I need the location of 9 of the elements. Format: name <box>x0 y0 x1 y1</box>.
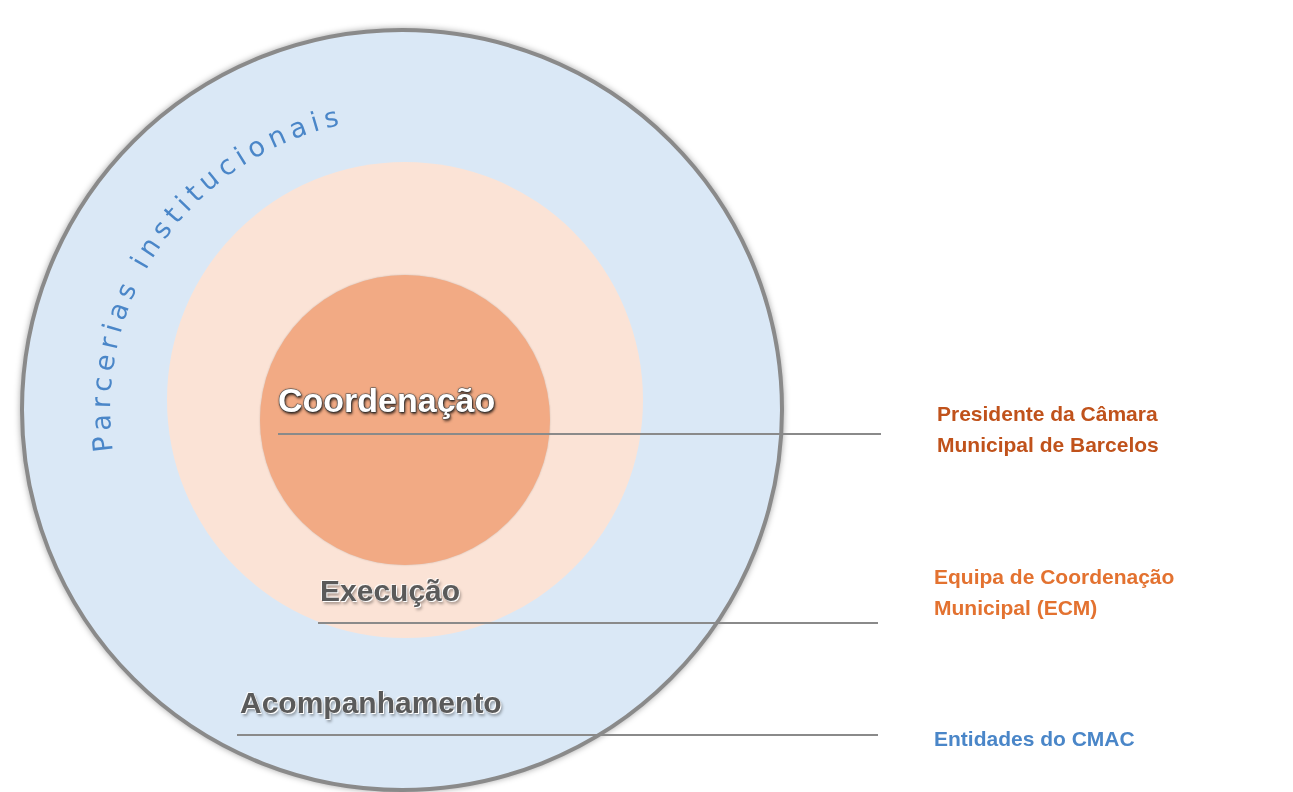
ring-label: Acompanhamento <box>240 686 502 720</box>
connector-line <box>236 734 879 736</box>
ring-label: Coordenação <box>278 381 496 420</box>
role-description: Presidente da Câmara Municipal de Barcelos <box>937 401 1160 458</box>
connector-line <box>277 433 882 435</box>
ring-label: Execução <box>320 574 461 608</box>
connector-line <box>317 622 879 624</box>
role-description: Entidades do CMAC <box>934 726 1136 752</box>
role-description: Equipa de Coordenação Municipal (ECM) <box>934 564 1176 621</box>
